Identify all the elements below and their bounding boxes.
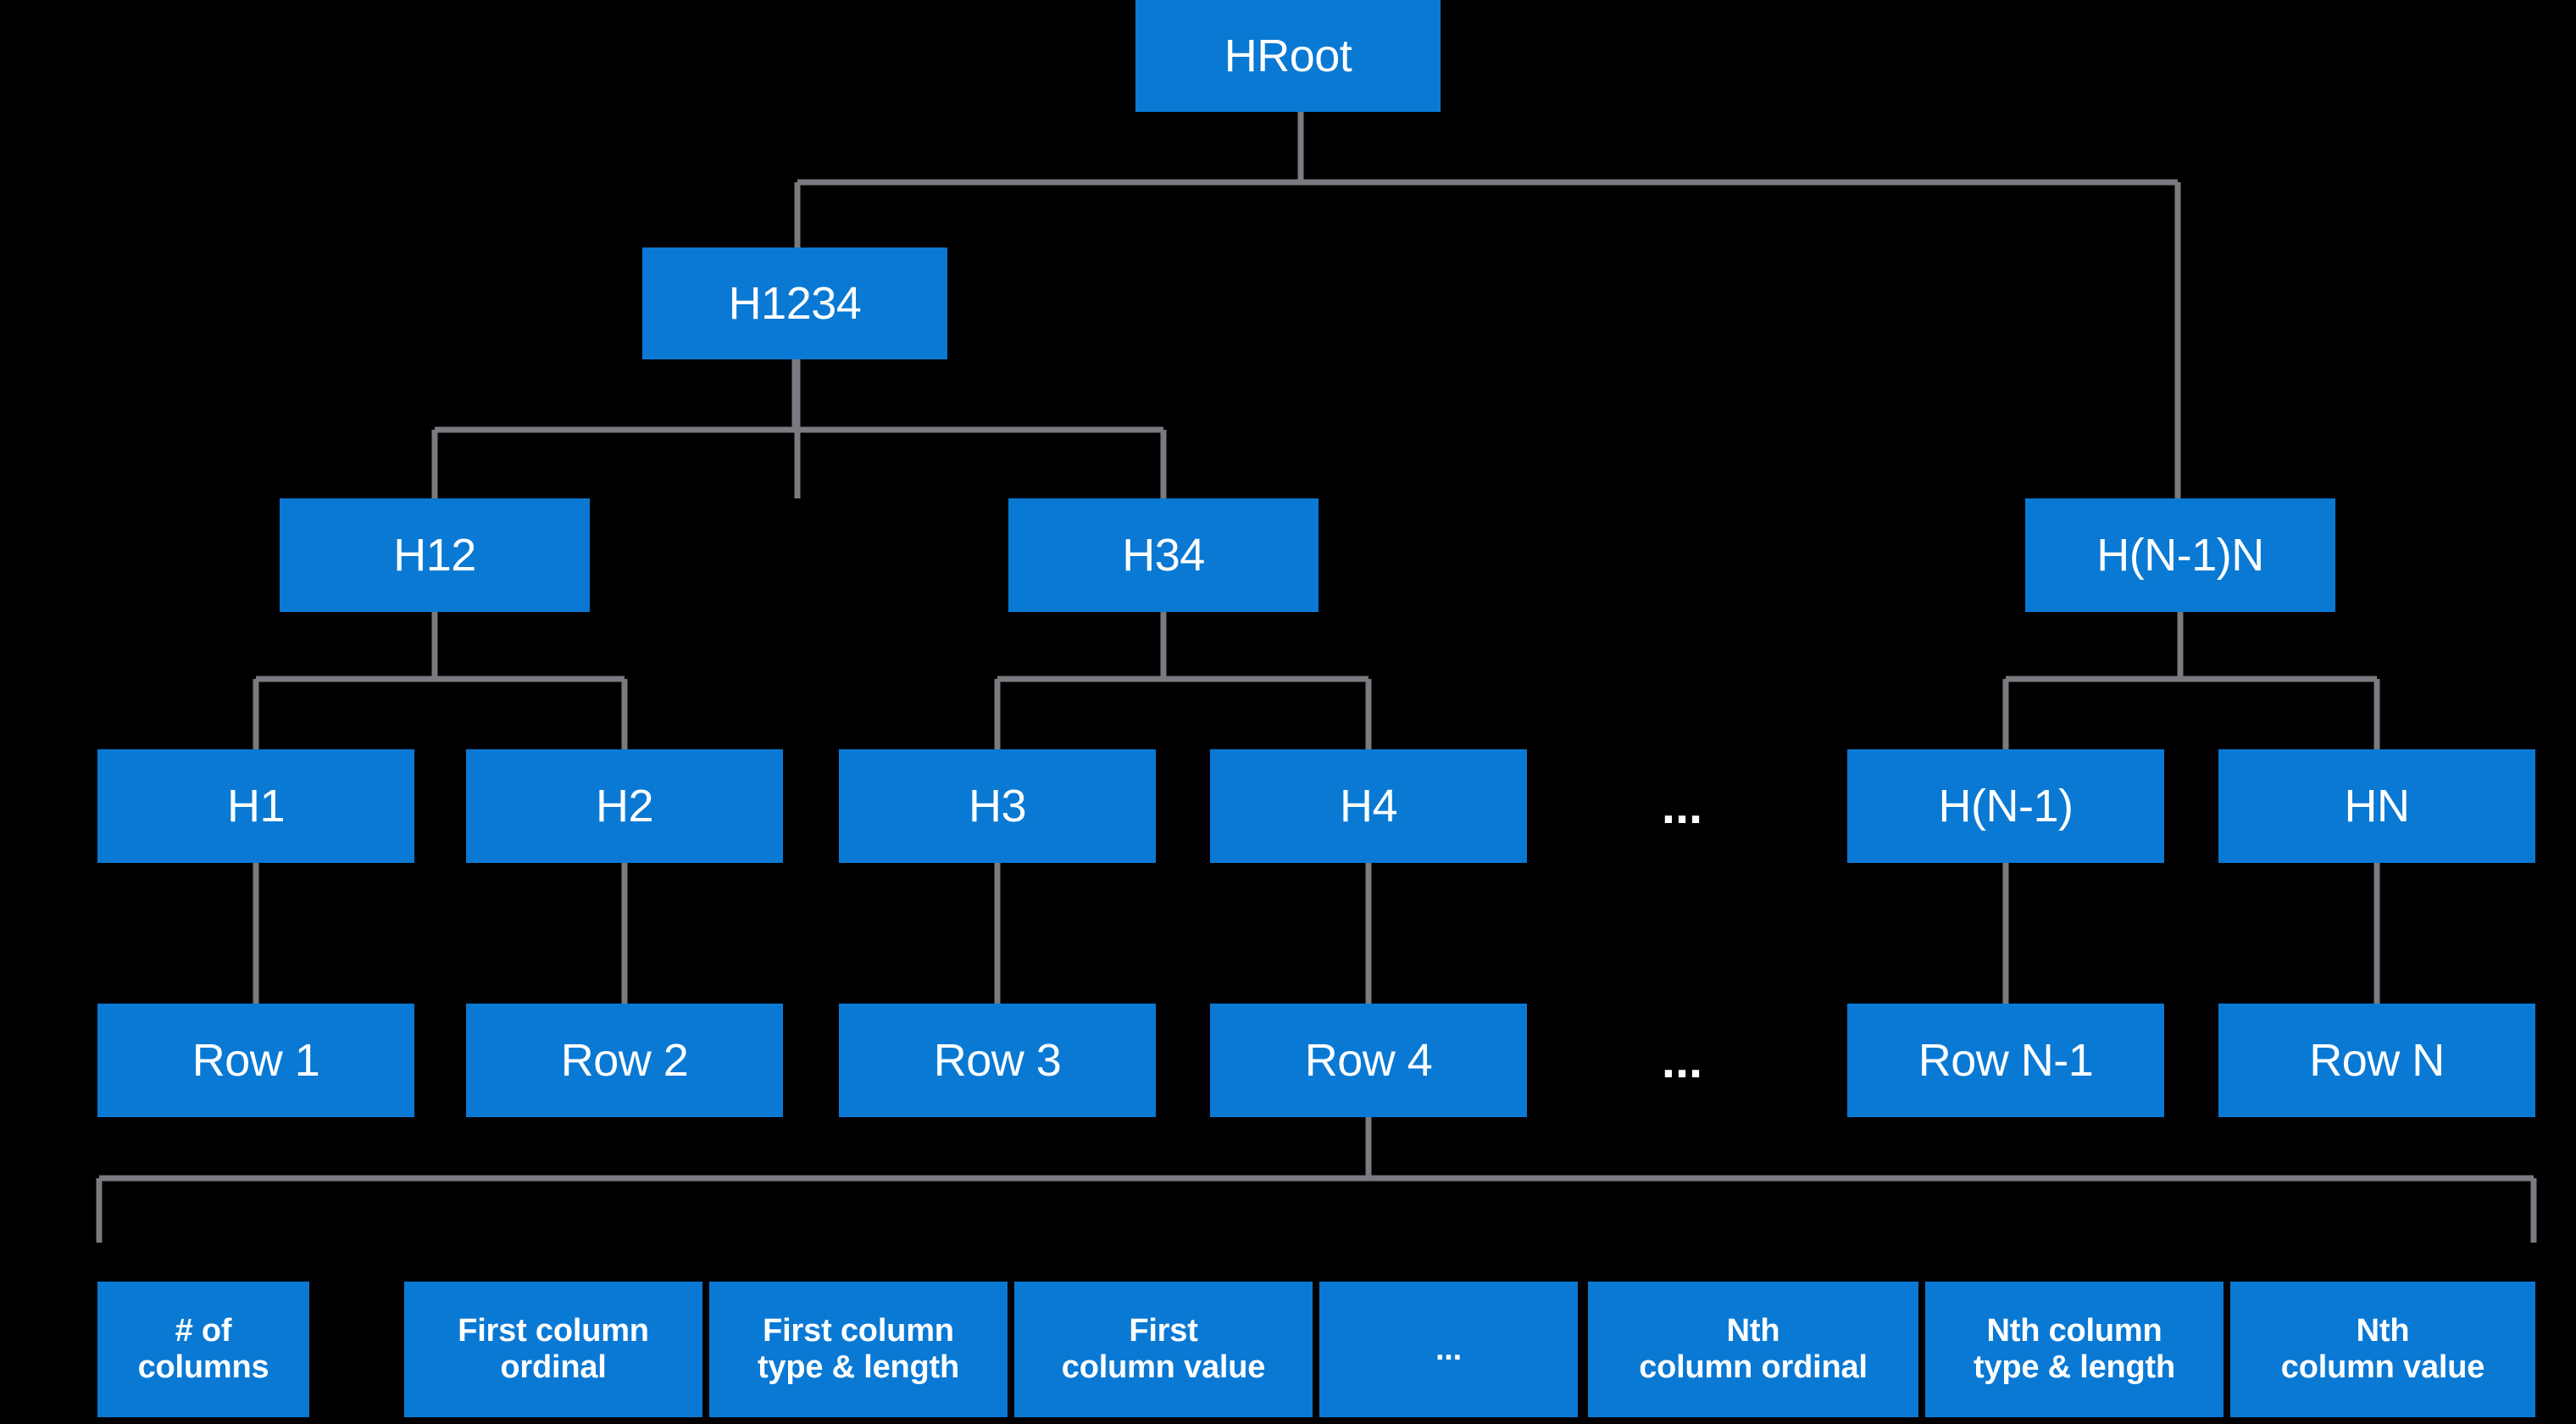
cell-first-column-ordinal[interactable]: First column ordinal [404,1282,702,1417]
node-h12[interactable]: H12 [280,498,590,612]
node-h4[interactable]: H4 [1210,749,1527,863]
node-row-3[interactable]: Row 3 [839,1004,1156,1117]
node-hn-minus-1[interactable]: H(N-1) [1847,749,2164,863]
ellipsis-leaf-hashes: ... [1661,779,1703,834]
node-h1234[interactable]: H1234 [642,248,947,359]
node-h34[interactable]: H34 [1008,498,1319,612]
node-row-n-minus-1[interactable]: Row N-1 [1847,1004,2164,1117]
cell-nth-column-value[interactable]: Nth column value [2230,1282,2535,1417]
node-h3[interactable]: H3 [839,749,1156,863]
node-hroot[interactable]: HRoot [1135,0,1441,112]
node-row-1[interactable]: Row 1 [97,1004,414,1117]
node-row-2[interactable]: Row 2 [466,1004,783,1117]
cell-first-column-value[interactable]: First column value [1014,1282,1313,1417]
node-h2[interactable]: H2 [466,749,783,863]
cell-nth-column-type-length[interactable]: Nth column type & length [1925,1282,2223,1417]
ellipsis-rows: ... [1661,1033,1703,1088]
node-row-n[interactable]: Row N [2218,1004,2535,1117]
node-h1[interactable]: H1 [97,749,414,863]
cell-nth-column-ordinal[interactable]: Nth column ordinal [1588,1282,1918,1417]
node-hn[interactable]: HN [2218,749,2535,863]
cell-column-count[interactable]: # of columns [97,1282,309,1417]
cell-first-column-type-length[interactable]: First column type & length [709,1282,1008,1417]
cell-columns-ellipsis[interactable]: ... [1319,1282,1578,1417]
node-row-4[interactable]: Row 4 [1210,1004,1527,1117]
node-hn1n[interactable]: H(N-1)N [2025,498,2335,612]
